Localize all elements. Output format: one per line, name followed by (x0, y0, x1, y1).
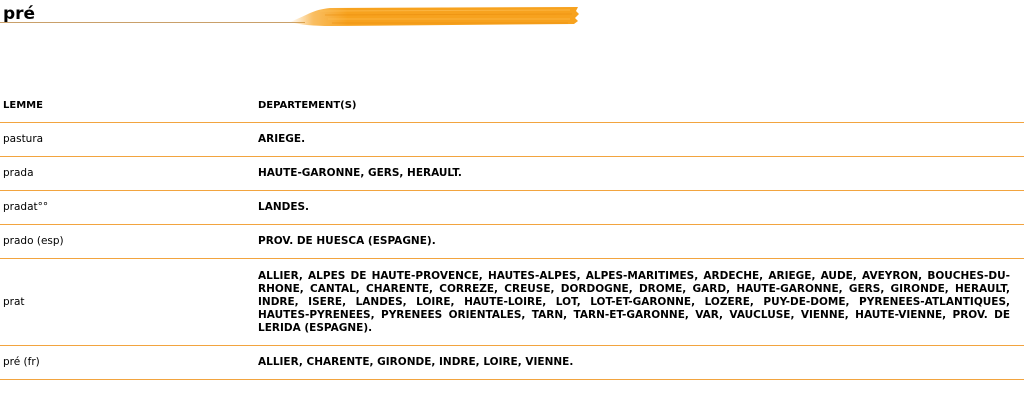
brush-stroke-icon (290, 7, 579, 26)
title-bar: pré (0, 0, 580, 28)
header-lemme: LEMME (0, 88, 255, 123)
header-departements: DEPARTEMENT(S) (255, 88, 1024, 123)
departements-cell: ALLIER, CHARENTE, GIRONDE, INDRE, LOIRE,… (255, 345, 1024, 380)
table-row: prado (esp) PROV. DE HUESCA (ESPAGNE). (0, 224, 1024, 259)
lemme-cell: pradat°° (0, 190, 255, 225)
page-title: pré (3, 4, 36, 24)
title-underline (0, 22, 305, 23)
lemme-cell: prada (0, 156, 255, 191)
lemme-table: LEMME DEPARTEMENT(S) pastura ARIEGE. pra… (0, 88, 1024, 380)
departements-cell: ALLIER, ALPES DE HAUTE-PROVENCE, HAUTES-… (255, 258, 1024, 346)
departements-cell: PROV. DE HUESCA (ESPAGNE). (255, 224, 1024, 259)
lemme-cell: pré (fr) (0, 345, 255, 380)
lemme-cell: prado (esp) (0, 224, 255, 259)
departements-cell: LANDES. (255, 190, 1024, 225)
table-row: prat ALLIER, ALPES DE HAUTE-PROVENCE, HA… (0, 258, 1024, 346)
departements-cell: HAUTE-GARONNE, GERS, HERAULT. (255, 156, 1024, 191)
table-row: prada HAUTE-GARONNE, GERS, HERAULT. (0, 156, 1024, 191)
table-row: pré (fr) ALLIER, CHARENTE, GIRONDE, INDR… (0, 345, 1024, 380)
table-row: pradat°° LANDES. (0, 190, 1024, 225)
table-header-row: LEMME DEPARTEMENT(S) (0, 88, 1024, 123)
lemme-cell: prat (0, 258, 255, 346)
departements-cell: ARIEGE. (255, 122, 1024, 157)
lemme-cell: pastura (0, 122, 255, 157)
table-row: pastura ARIEGE. (0, 122, 1024, 157)
